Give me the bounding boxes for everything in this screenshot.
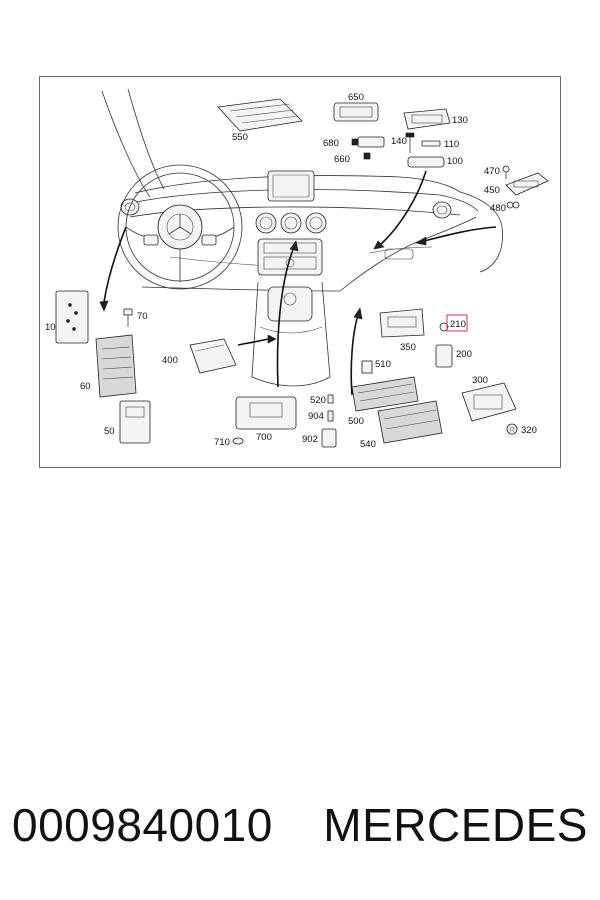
callout-300: 300: [472, 375, 488, 386]
callout-660: 660: [334, 154, 350, 165]
part-110: [421, 140, 441, 147]
part-100: [407, 156, 445, 168]
part-10: [55, 290, 89, 344]
callout-10: 10: [45, 322, 56, 333]
part-210: [439, 322, 449, 332]
callout-500: 500: [348, 416, 364, 427]
part-450: [505, 172, 549, 196]
part-200: [435, 344, 453, 368]
callout-100: 100: [447, 156, 463, 167]
callout-400: 400: [162, 355, 178, 366]
part-480: [506, 201, 520, 209]
part-520: [327, 394, 334, 404]
part-540: [377, 400, 443, 444]
callout-60: 60: [80, 381, 91, 392]
parts-diagram: 550 650 130 680 140 110 660 100 470 450 …: [39, 76, 561, 468]
part-350: [379, 308, 425, 338]
part-70: [123, 308, 133, 327]
part-902: [321, 428, 337, 448]
part-number: 0009840010: [12, 799, 273, 851]
callout-700: 700: [256, 432, 272, 443]
part-50: [119, 400, 151, 444]
part-140: [405, 132, 415, 153]
part-320: [506, 423, 518, 435]
callout-110: 110: [444, 139, 459, 150]
callout-550: 550: [232, 132, 248, 143]
callout-520: 520: [310, 395, 326, 406]
callout-140: 140: [391, 136, 407, 147]
highlight-box-210: [446, 314, 468, 332]
part-500: [351, 376, 419, 412]
callout-510: 510: [375, 359, 391, 370]
pointer-arrows: [99, 170, 497, 396]
part-680: [351, 136, 385, 148]
callout-480: 480: [490, 203, 506, 214]
callout-50: 50: [104, 426, 115, 437]
callout-902: 902: [302, 434, 318, 445]
callout-350: 350: [400, 342, 416, 353]
part-550: [217, 98, 303, 132]
part-510: [361, 360, 373, 374]
callout-70: 70: [137, 311, 148, 322]
callout-200: 200: [456, 349, 472, 360]
brand-name: MERCEDES: [323, 799, 588, 851]
part-470: [502, 165, 510, 179]
callout-540: 540: [360, 439, 376, 450]
product-footer: 0009840010 MERCEDES: [0, 798, 600, 868]
part-700: [235, 396, 297, 430]
callout-470: 470: [484, 166, 500, 177]
callout-650: 650: [348, 92, 364, 103]
callout-680: 680: [323, 138, 339, 149]
steering-wheel: [117, 164, 243, 290]
callout-labels: 550 650 130 680 140 110 660 100 470 450 …: [45, 92, 537, 450]
parts-diagram-drawing: 550 650 130 680 140 110 660 100 470 450 …: [45, 88, 549, 450]
callout-210: 210: [450, 319, 466, 330]
part-710: [232, 437, 244, 445]
callout-904: 904: [308, 411, 324, 422]
callout-450: 450: [484, 185, 500, 196]
part-60: [95, 334, 137, 398]
part-400: [189, 338, 237, 374]
callout-710: 710: [214, 437, 230, 448]
callout-130: 130: [452, 115, 468, 126]
part-300: [461, 382, 517, 422]
part-660: [363, 152, 371, 160]
callout-320: 320: [521, 425, 537, 436]
part-130: [403, 108, 451, 130]
part-650: [333, 102, 379, 122]
part-904: [327, 410, 334, 422]
